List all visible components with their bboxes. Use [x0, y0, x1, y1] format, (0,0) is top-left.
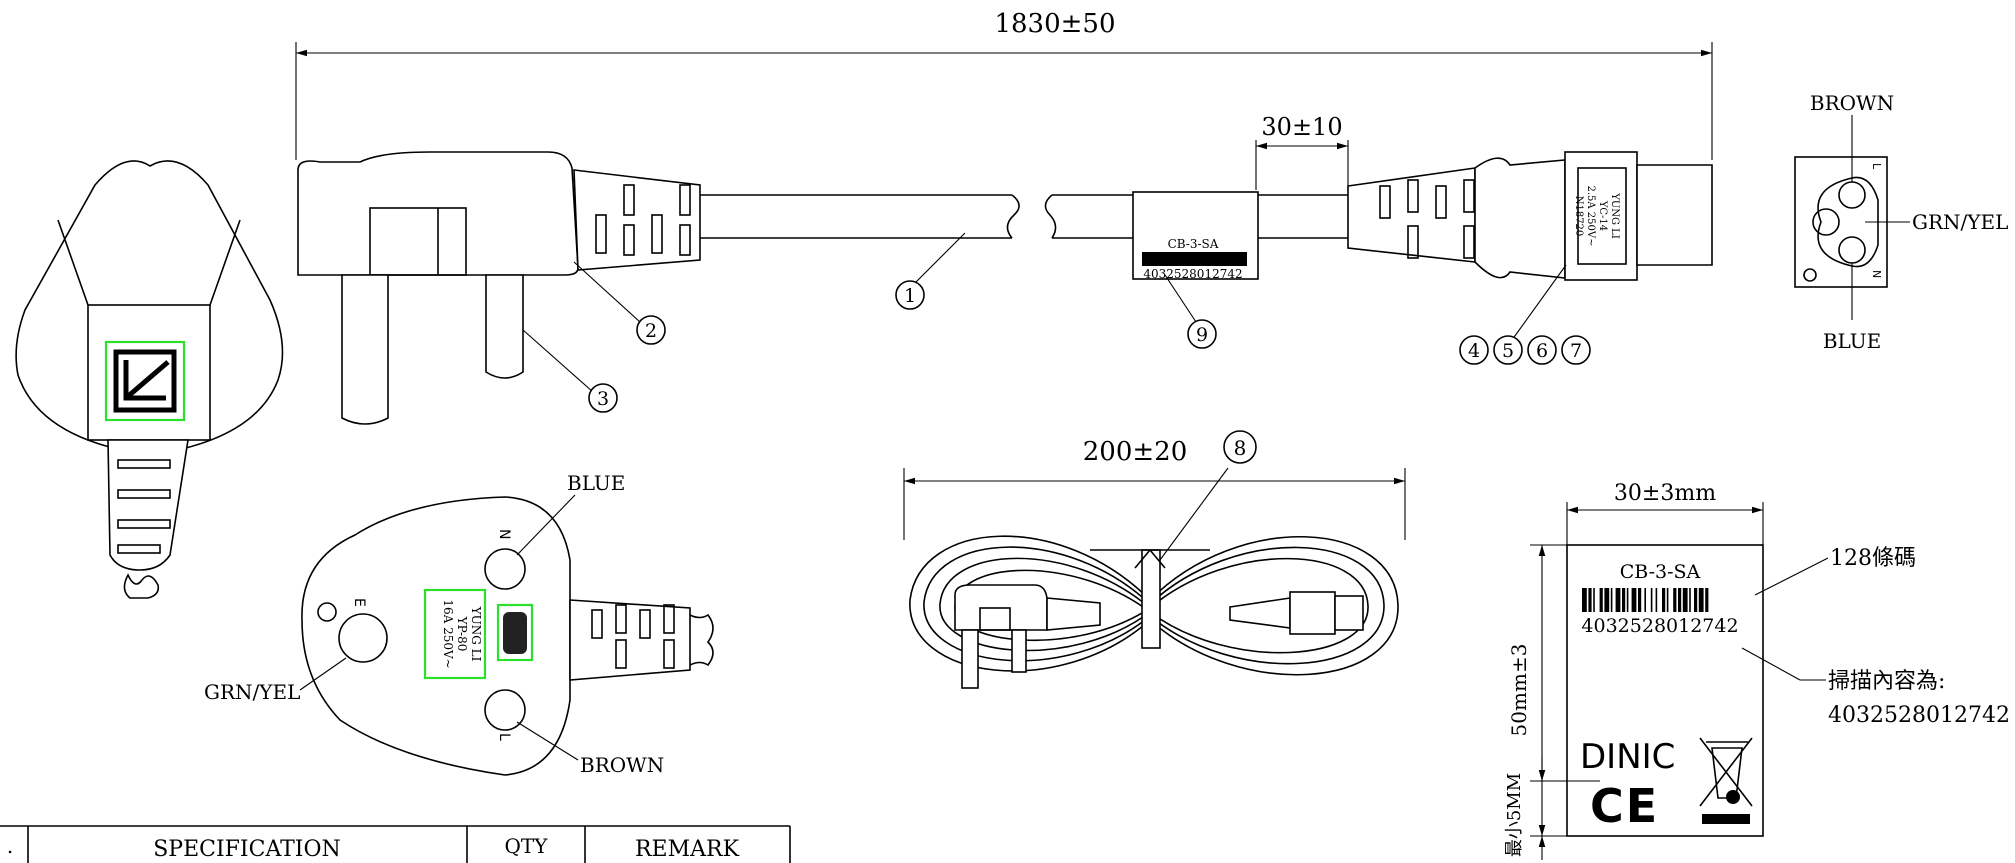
c5-connector-body: [1564, 151, 1638, 281]
label-code: CB-3-SA: [1620, 561, 1701, 583]
connector-line3: 2.5A 250V~: [1585, 186, 1596, 247]
face-pin-l: L: [1870, 163, 1883, 170]
total-length-dimension: 1830±50: [295, 9, 1713, 160]
callout-8: 8: [1234, 436, 1247, 460]
pin-mark-l: L: [496, 733, 512, 741]
sleeve-number: 4032528012742: [1143, 267, 1242, 281]
face-blue-label: BLUE: [1823, 329, 1881, 353]
min-margin-text: 最小5MM: [1504, 773, 1525, 857]
barcode-note: 128條碼: [1830, 546, 1916, 571]
plug-print-green-box: [423, 588, 487, 680]
approval-mark-green-box: [496, 603, 534, 662]
crossed-bin-icon: [1699, 737, 1753, 824]
callout-2: 2: [645, 320, 657, 342]
pin-mark-n: N: [496, 529, 512, 539]
callout-9: 9: [1196, 324, 1208, 346]
live-pin-hole: [484, 689, 526, 731]
uk-plug-front-view: [15, 160, 284, 599]
ce-mark: CE: [1590, 779, 1659, 833]
scan-note-value: 4032528012742: [1828, 703, 2010, 728]
callout-5: 5: [1502, 340, 1514, 362]
face-pin-n: N: [1870, 270, 1883, 278]
live-pin: [485, 274, 524, 379]
label-number: 4032528012742: [1581, 615, 1738, 637]
label-height-text: 50mm±3: [1507, 644, 1531, 737]
coiled-cord-view: 200±20 8: [903, 430, 1406, 689]
connector-line1: YUNG LI: [1609, 192, 1620, 239]
approval-mark: [503, 612, 527, 654]
sleeve-code: CB-3-SA: [1168, 237, 1219, 251]
face-brown-label: BROWN: [1810, 91, 1894, 115]
earth-pin: [341, 274, 389, 425]
sleeve-barcode: [1142, 252, 1247, 266]
label-width-text: 30±3mm: [1614, 481, 1716, 506]
face-grnyel-label: GRN/YEL: [1912, 210, 2008, 234]
table-col-no: .: [7, 834, 13, 858]
table-col-qty: QTY: [505, 834, 549, 858]
neutral-pin-hole: [484, 548, 526, 590]
scan-note-title: 掃描內容為:: [1828, 669, 1945, 694]
plug-print-line1: YUNG LI: [469, 606, 483, 662]
c5-face-view: L N BROWN BLUE GRN/YEL: [1794, 91, 2008, 353]
table-col-spec: SPECIFICATION: [153, 837, 341, 862]
plugface-blue-label: BLUE: [567, 471, 625, 495]
plug-print-line2: YP-80: [455, 616, 469, 652]
connector-line4: N18720: [1573, 196, 1584, 237]
plugface-grnyel-label: GRN/YEL: [204, 680, 300, 704]
label-brand: DINIC: [1580, 737, 1675, 777]
cable-and-c5-connector: CB-3-SA 4032528012742 30±10 YUNG LI YC-1…: [1044, 113, 1713, 281]
callout-1: 1: [904, 285, 916, 307]
spec-table: . SPECIFICATION QTY REMARK: [0, 825, 791, 863]
plug-print-line3: 16A 250V~: [441, 599, 455, 668]
callout-7: 7: [1570, 340, 1582, 362]
label-detail: 30±3mm 50mm±3 CB-3-SA 4032528012742 DINI…: [1504, 481, 2010, 860]
callout-3: 3: [597, 388, 609, 410]
table-col-remark: REMARK: [635, 837, 740, 862]
callout-4: 4: [1468, 340, 1480, 362]
label-barcode: [1582, 588, 1709, 612]
plug-front-green-mark: [104, 340, 186, 422]
uk-plug-side-view: [297, 151, 1020, 425]
pin-mark-e: E: [351, 598, 367, 607]
earth-pin-hole: [338, 613, 388, 663]
callouts-row1: 1 2 3 9 4 5 6 7: [522, 232, 1591, 413]
plugface-brown-label: BROWN: [580, 753, 664, 777]
coil-width-text: 200±20: [1083, 437, 1188, 467]
total-length-text: 1830±50: [994, 9, 1115, 39]
connector-line2: YC-14: [1597, 200, 1608, 231]
uk-plug-pin-face: E N L YUNG LI YP-80 16A 250V~ BLUE BROWN…: [204, 471, 714, 777]
callout-6: 6: [1536, 340, 1548, 362]
strip-length-text: 30±10: [1261, 113, 1342, 141]
